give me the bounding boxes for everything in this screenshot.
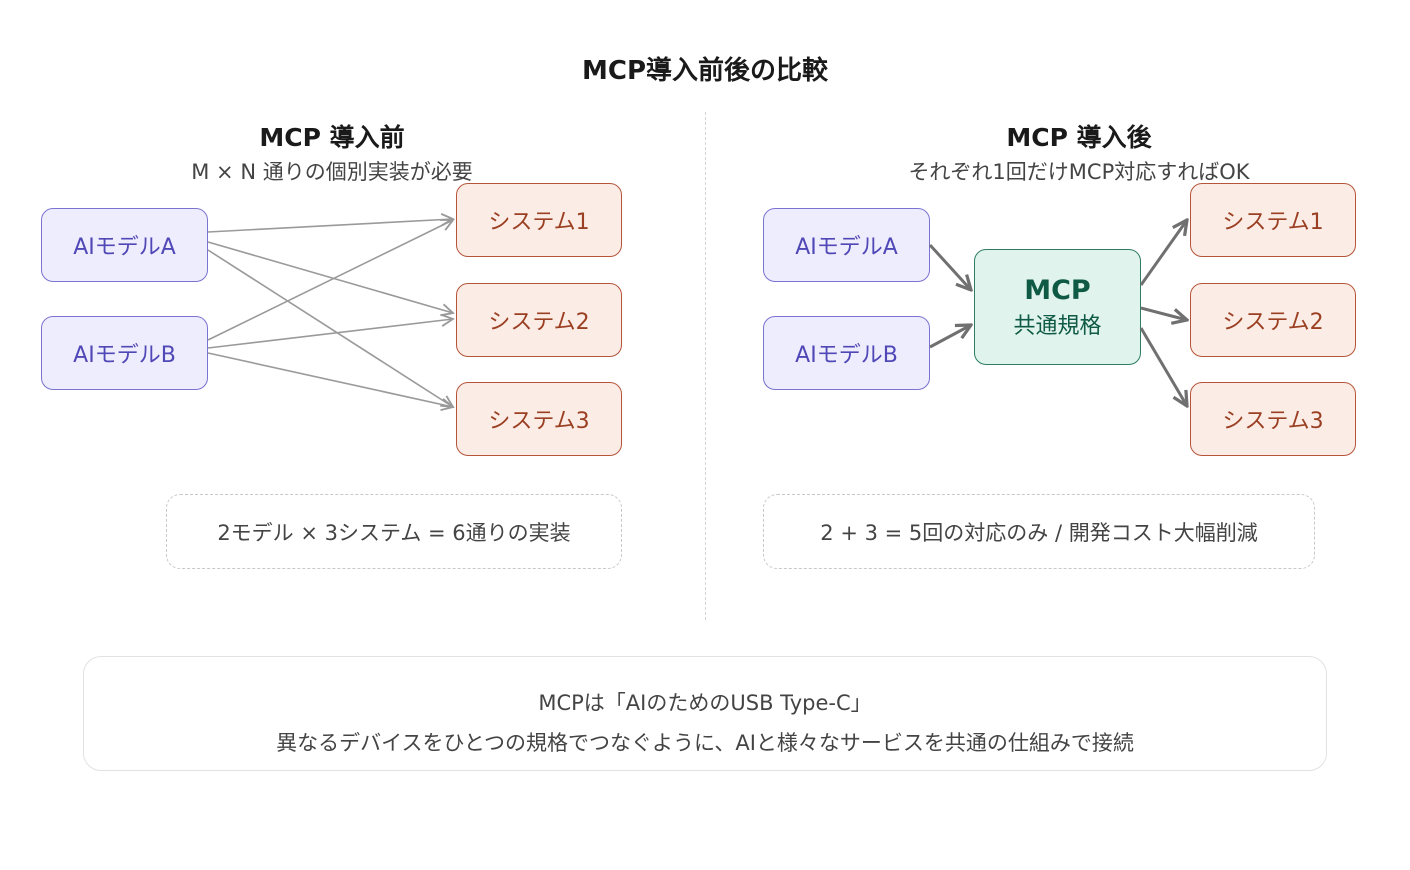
mcp-hub: MCP 共通規格	[974, 249, 1141, 365]
after-model-a: AIモデルA	[763, 208, 930, 282]
before-subtitle: M × N 通りの個別実装が必要	[191, 160, 473, 184]
after-model-b: AIモデルB	[763, 316, 930, 390]
node-label: システム3	[488, 409, 590, 434]
edge-mcp-sys3	[1139, 327, 1187, 406]
edge-mcp-sys2	[1140, 306, 1187, 320]
before-system-1: システム1	[456, 183, 622, 257]
hub-sublabel: 共通規格	[1013, 313, 1102, 339]
note-text: 2 + 3 = 5回の対応のみ / 開発コスト大幅削減	[820, 520, 1258, 545]
after-system-1: システム1	[1190, 183, 1356, 257]
after-system-3: システム3	[1190, 382, 1356, 456]
before-title: MCP 導入前	[259, 123, 405, 152]
node-label: AIモデルA	[73, 235, 176, 260]
after-system-2: システム2	[1190, 283, 1356, 357]
node-label: AIモデルB	[73, 343, 176, 368]
edge-a-sys2	[207, 241, 453, 313]
before-model-a: AIモデルA	[41, 208, 208, 282]
node-label: システム1	[488, 210, 590, 235]
panel-divider	[705, 112, 706, 620]
after-subtitle: それぞれ1回だけMCP対応すればOK	[908, 160, 1250, 184]
node-label: AIモデルA	[795, 235, 898, 260]
summary-line-1: MCPは「AIのためのUSB Type-C」	[538, 691, 872, 715]
summary-box: MCPは「AIのためのUSB Type-C」 異なるデバイスをひとつの規格でつな…	[83, 656, 1327, 771]
after-note: 2 + 3 = 5回の対応のみ / 開発コスト大幅削減	[763, 494, 1315, 569]
after-title: MCP 導入後	[1006, 123, 1152, 152]
node-label: システム3	[1222, 409, 1324, 434]
edge-mcp-sys1	[1139, 220, 1187, 286]
note-text: 2モデル × 3システム = 6通りの実装	[217, 520, 571, 545]
edge-b-sys2	[207, 319, 453, 349]
before-system-3: システム3	[456, 382, 622, 456]
edge-b-mcp	[929, 325, 971, 349]
node-label: システム2	[488, 310, 590, 335]
hub-label: MCP	[1024, 274, 1091, 306]
node-label: AIモデルB	[795, 343, 898, 368]
before-note: 2モデル × 3システム = 6通りの実装	[166, 494, 622, 569]
node-label: システム1	[1222, 210, 1324, 235]
before-model-b: AIモデルB	[41, 316, 208, 390]
edge-b-sys1	[207, 220, 453, 341]
summary-line-2: 異なるデバイスをひとつの規格でつなぐように、AIと様々なサービスを共通の仕組みで…	[276, 731, 1134, 755]
diagram-title: MCP導入前後の比較	[581, 56, 828, 86]
edge-b-sys3	[207, 352, 453, 407]
before-system-2: システム2	[456, 283, 622, 357]
edge-a-sys3	[207, 249, 453, 407]
edge-a-mcp	[928, 243, 971, 290]
edge-a-sys1	[207, 219, 453, 233]
node-label: システム2	[1222, 310, 1324, 335]
